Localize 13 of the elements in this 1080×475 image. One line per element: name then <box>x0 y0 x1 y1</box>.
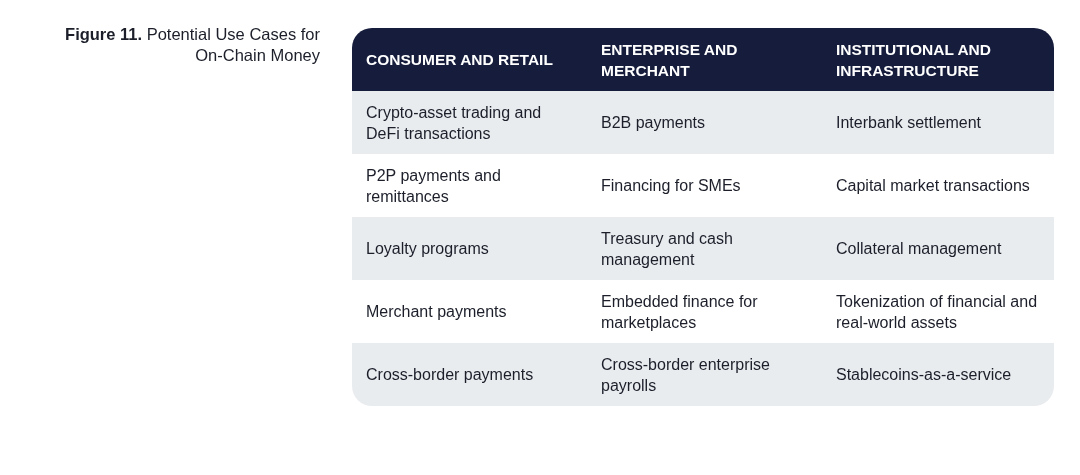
table-cell: Loyalty programs <box>352 217 587 280</box>
column-header: CONSUMER AND RETAIL <box>352 28 587 91</box>
table-cell: Interbank settlement <box>822 91 1054 154</box>
table-cell: Cross-border enterprise payrolls <box>587 343 822 406</box>
table-cell: Crypto-asset trading and DeFi transactions <box>352 91 587 154</box>
table-cell: Collateral management <box>822 217 1054 280</box>
table-cell: Treasury and cash management <box>587 217 822 280</box>
table-cell: B2B payments <box>587 91 822 154</box>
column-header: INSTITUTIONAL AND INFRASTRUCTURE <box>822 28 1054 91</box>
column-header: ENTERPRISE AND MERCHANT <box>587 28 822 91</box>
table-cell: Cross-border payments <box>352 343 587 406</box>
figure-title: Figure 11. Potential Use Cases for On-Chain Money <box>64 24 320 66</box>
table-cell: Stablecoins-as-a-service <box>822 343 1054 406</box>
